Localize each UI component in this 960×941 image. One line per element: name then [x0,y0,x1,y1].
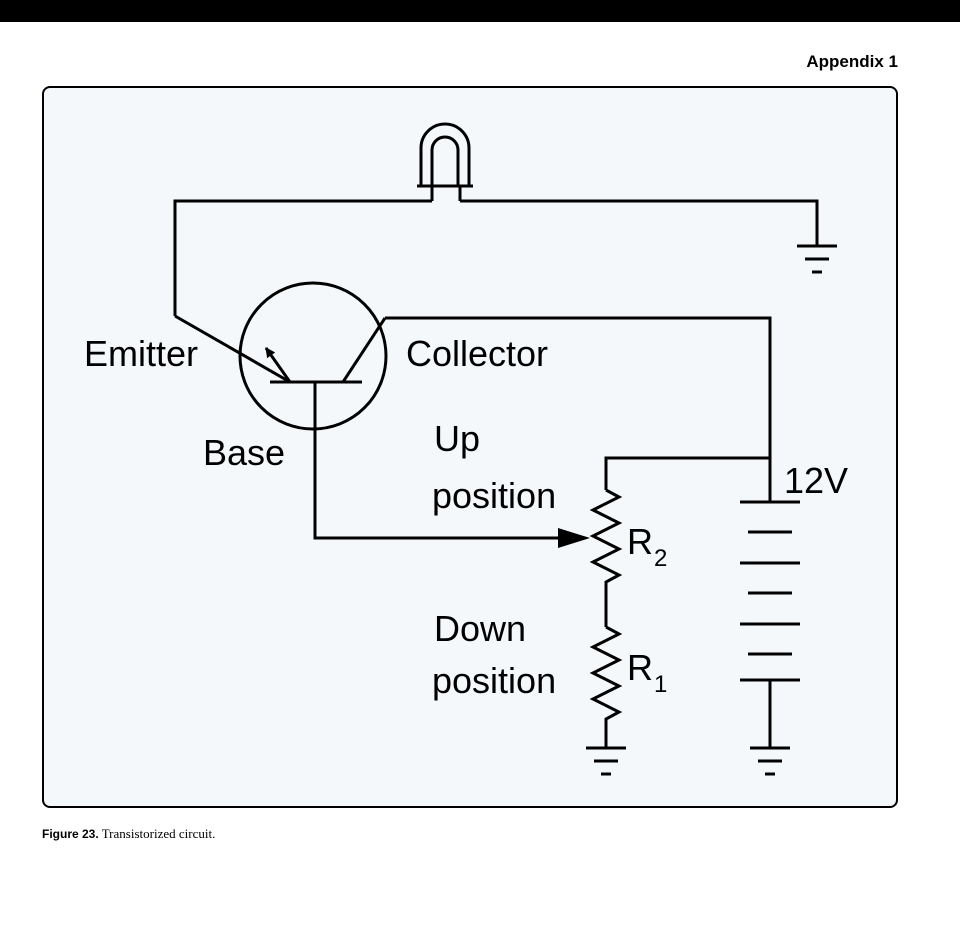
ground-icon-top [797,244,837,274]
appendix-label: Appendix 1 [806,52,898,71]
base-wire [313,382,586,540]
top-black-bar [0,0,960,22]
lamp-icon [417,122,473,201]
ground-icon-battery [750,746,790,776]
resistor-r1-icon [589,625,623,748]
down-position-label-line2: position [432,660,556,701]
wiper-arrow-icon [558,528,590,548]
r1-label: R1 [627,647,667,698]
up-position-label-line2: position [432,475,556,516]
collector-label: Collector [406,333,548,374]
transistor-icon [174,281,388,431]
collector-wire [385,316,772,502]
down-position-label-line1: Down [434,608,526,649]
top-wire [173,199,432,316]
ground-icon-r1 [586,746,626,776]
r2-label: R2 [627,521,667,572]
caption-label: Figure 23. [42,827,99,841]
caption-text: Transistorized circuit. [98,826,216,841]
up-position-wire [604,456,770,490]
figure-frame [42,86,898,808]
figure-caption: Figure 23. Transistorized circuit. [42,826,215,842]
resistor-r2-icon [589,488,623,627]
voltage-label: 12V [784,460,848,501]
battery-icon [740,500,800,748]
emitter-label: Emitter [84,333,198,374]
lamp-to-ground-wire [460,199,819,246]
up-position-label-line1: Up [434,418,480,459]
base-label: Base [203,432,285,473]
